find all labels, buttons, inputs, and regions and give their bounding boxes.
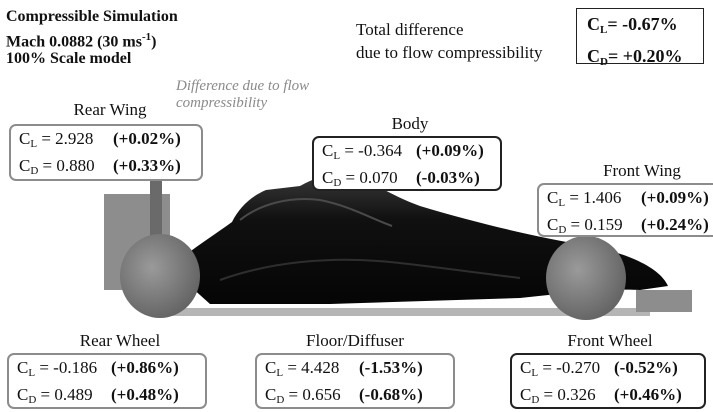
cd-symbol: C [520, 385, 532, 404]
front-wheel-label: Front Wheel [567, 331, 653, 350]
cl-symbol: C [547, 188, 559, 207]
car-body [170, 173, 668, 304]
front-wing-cd-diff: (+0.24%) [641, 215, 709, 234]
rear-wheel-cd: = 0.489 [40, 385, 93, 404]
front-wing-cl-diff: (+0.09%) [641, 188, 709, 207]
rear-wing-label: Rear Wing [73, 100, 147, 119]
front-wing-endplate [636, 290, 692, 312]
rear-wheel-label: Rear Wheel [79, 331, 161, 350]
body-label: Body [391, 114, 429, 133]
body-box: CL = -0.364(+0.09%) CD = 0.070(-0.03%) [312, 136, 502, 191]
cockpit-highlight [239, 198, 393, 227]
summary-line2: due to flow compressibility [356, 43, 543, 62]
cd-subscript: D [276, 394, 285, 406]
cd-subscript: D [333, 177, 342, 189]
cl-symbol: C [17, 358, 29, 377]
cd-symbol: C [322, 168, 334, 187]
title-scale: 100% Scale model [6, 50, 132, 67]
front-wing-cl: = 1.406 [569, 188, 622, 207]
front-wing-cd: = 0.159 [570, 215, 623, 234]
cl-subscript: L [333, 150, 341, 162]
front-wheel-cl-diff: (-0.52%) [614, 358, 678, 377]
rear-wing-cl-diff: (+0.02%) [113, 129, 181, 148]
cd-symbol: C [265, 385, 277, 404]
title-simulation: Compressible Simulation [6, 8, 178, 25]
cl-subscript: L [600, 24, 608, 36]
cd-subscript: D [28, 394, 37, 406]
cl-symbol: C [19, 129, 31, 148]
front-wing-label: Front Wing [603, 161, 681, 180]
cd-symbol: C [17, 385, 29, 404]
floor-diffuser-cd: = 0.656 [288, 385, 341, 404]
body-cd: = 0.070 [345, 168, 398, 187]
floor-plate [150, 308, 650, 316]
rear-wheel-cl: = -0.186 [39, 358, 98, 377]
front-wheel-cl: = -0.270 [542, 358, 601, 377]
summary-box: CL= -0.67% CD= +0.20% [576, 8, 704, 68]
title-mach: Mach 0.0882 (30 ms-1) [6, 27, 156, 52]
cl-subscript: L [276, 367, 284, 379]
floor-diffuser-cd-diff: (-0.68%) [359, 385, 423, 404]
mach-close: ) [151, 33, 157, 51]
floor-diffuser-label: Floor/Diffuser [306, 331, 404, 350]
rear-wheel-cd-diff: (+0.48%) [111, 385, 179, 404]
rear-wing-cd-diff: (+0.33%) [113, 156, 181, 175]
cd-subscript: D [30, 165, 39, 177]
mach-text: Mach 0.0882 (30 ms [6, 33, 142, 51]
cl-symbol: C [322, 141, 334, 160]
cl-subscript: L [30, 138, 38, 150]
front-wheel-box: CL = -0.270(-0.52%) CD = 0.326(+0.46%) [510, 353, 706, 409]
floor-diffuser-box: CL = 4.428(-1.53%) CD = 0.656(-0.68%) [255, 353, 455, 409]
cl-symbol: C [265, 358, 277, 377]
front-wheel-cd: = 0.326 [543, 385, 596, 404]
body-cl: = -0.364 [344, 141, 403, 160]
summary-caption: Total difference due to flow compressibi… [356, 18, 543, 64]
cl-symbol: C [520, 358, 532, 377]
rear-wing-cl: = 2.928 [41, 129, 94, 148]
front-wing-box: CL = 1.406(+0.09%) CD = 0.159(+0.24%) [537, 183, 713, 237]
front-wheel-shape [546, 236, 626, 320]
rear-wing-cd: = 0.880 [42, 156, 95, 175]
annotation-line1: Difference due to flow [176, 78, 310, 94]
annotation-line2: compressibility [176, 95, 268, 111]
cl-subscript: L [558, 197, 566, 209]
cd-symbol: C [587, 46, 600, 66]
difference-annotation: Difference due to flow compressibility [176, 78, 346, 112]
rear-wheel-box: CL = -0.186(+0.86%) CD = 0.489(+0.48%) [7, 353, 207, 409]
body-cl-diff: (+0.09%) [416, 141, 484, 160]
mach-exponent: -1 [141, 31, 152, 43]
cd-subscript: D [531, 394, 540, 406]
cl-symbol: C [587, 14, 600, 34]
cd-symbol: C [547, 215, 559, 234]
sidepod-highlight [219, 258, 521, 281]
cd-subscript: D [600, 56, 608, 68]
summary-cd-value: = +0.20% [607, 46, 683, 66]
rear-wheel-shape [120, 234, 200, 318]
summary-cl-value: = -0.67% [607, 14, 678, 34]
body-cd-diff: (-0.03%) [416, 168, 480, 187]
cd-symbol: C [19, 156, 31, 175]
cl-subscript: L [28, 367, 36, 379]
floor-diffuser-cl: = 4.428 [287, 358, 340, 377]
floor-diffuser-cl-diff: (-1.53%) [359, 358, 423, 377]
front-wheel-cd-diff: (+0.46%) [614, 385, 682, 404]
rear-wheel-cl-diff: (+0.86%) [111, 358, 179, 377]
cl-subscript: L [531, 367, 539, 379]
cd-subscript: D [558, 224, 567, 236]
summary-line1: Total difference [356, 20, 464, 39]
rear-wing-box: CL = 2.928(+0.02%) CD = 0.880(+0.33%) [9, 124, 203, 181]
